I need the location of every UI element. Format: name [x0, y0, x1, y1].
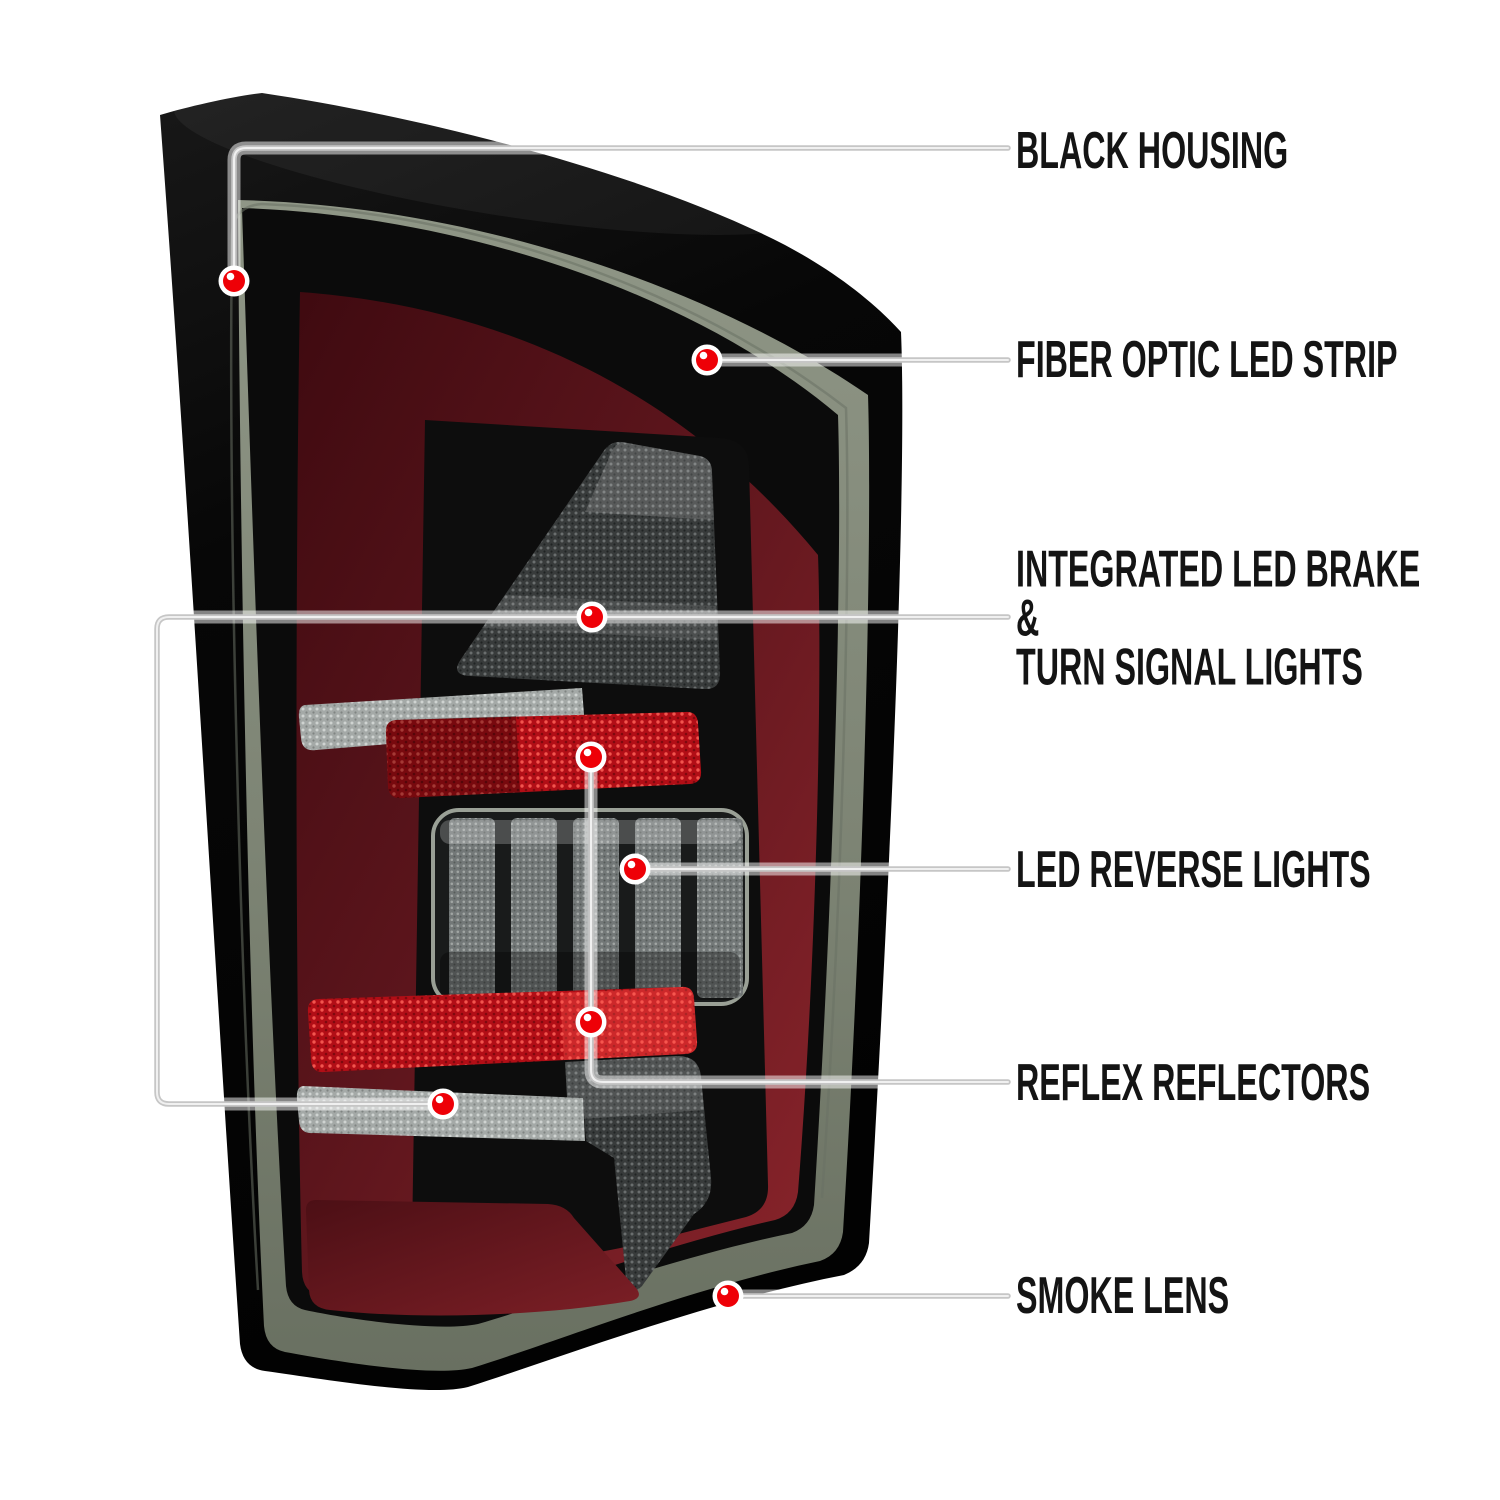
- housing-gloss-highlight: [173, 85, 827, 235]
- callout-line-integrated-brake-turn: [150, 610, 1015, 1111]
- label-led-reverse-lights: LED REVERSE LIGHTS: [1016, 841, 1371, 899]
- label-integrated-led-brake-turn: INTEGRATED LED BRAKE & TURN SIGNAL LIGHT…: [1016, 540, 1421, 697]
- bezel-reflection-line: [229, 202, 849, 1291]
- callout-dot-smoke-lens: [712, 1280, 744, 1312]
- callout-dot-reflex-lower: [575, 1006, 607, 1038]
- callout-dot-brake-turn-upper: [576, 601, 608, 633]
- callout-dot-fiber-optic: [691, 344, 723, 376]
- callout-dot-black-housing: [218, 265, 250, 297]
- tail-light: [160, 85, 903, 1391]
- callout-dots: [218, 265, 744, 1312]
- reflex-strip-upper-shade: [385, 716, 520, 799]
- upper-flag-highlight: [585, 442, 714, 520]
- brake-turn-lower-section: [565, 1055, 712, 1292]
- reflex-strip-lower: [307, 986, 698, 1073]
- label-black-housing: BLACK HOUSING: [1016, 122, 1289, 180]
- bottom-red-block: [305, 1200, 639, 1316]
- callout-dot-led-reverse: [619, 853, 651, 885]
- label-smoke-lens: SMOKE LENS: [1016, 1267, 1230, 1325]
- reflex-strip-upper: [385, 711, 702, 799]
- callout-line-reflex-reflectors: [584, 750, 1015, 1089]
- callout-dot-brake-turn-lower: [427, 1088, 459, 1120]
- label-fiber-optic-led-strip: FIBER OPTIC LED STRIP: [1016, 331, 1398, 389]
- callout-line-black-housing: [227, 141, 1015, 288]
- callout-lines: [150, 141, 1015, 1303]
- callout-dot-reflex-upper: [575, 741, 607, 773]
- label-reflex-reflectors: REFLEX REFLECTORS: [1016, 1054, 1371, 1112]
- brake-turn-upper-section: [457, 441, 721, 690]
